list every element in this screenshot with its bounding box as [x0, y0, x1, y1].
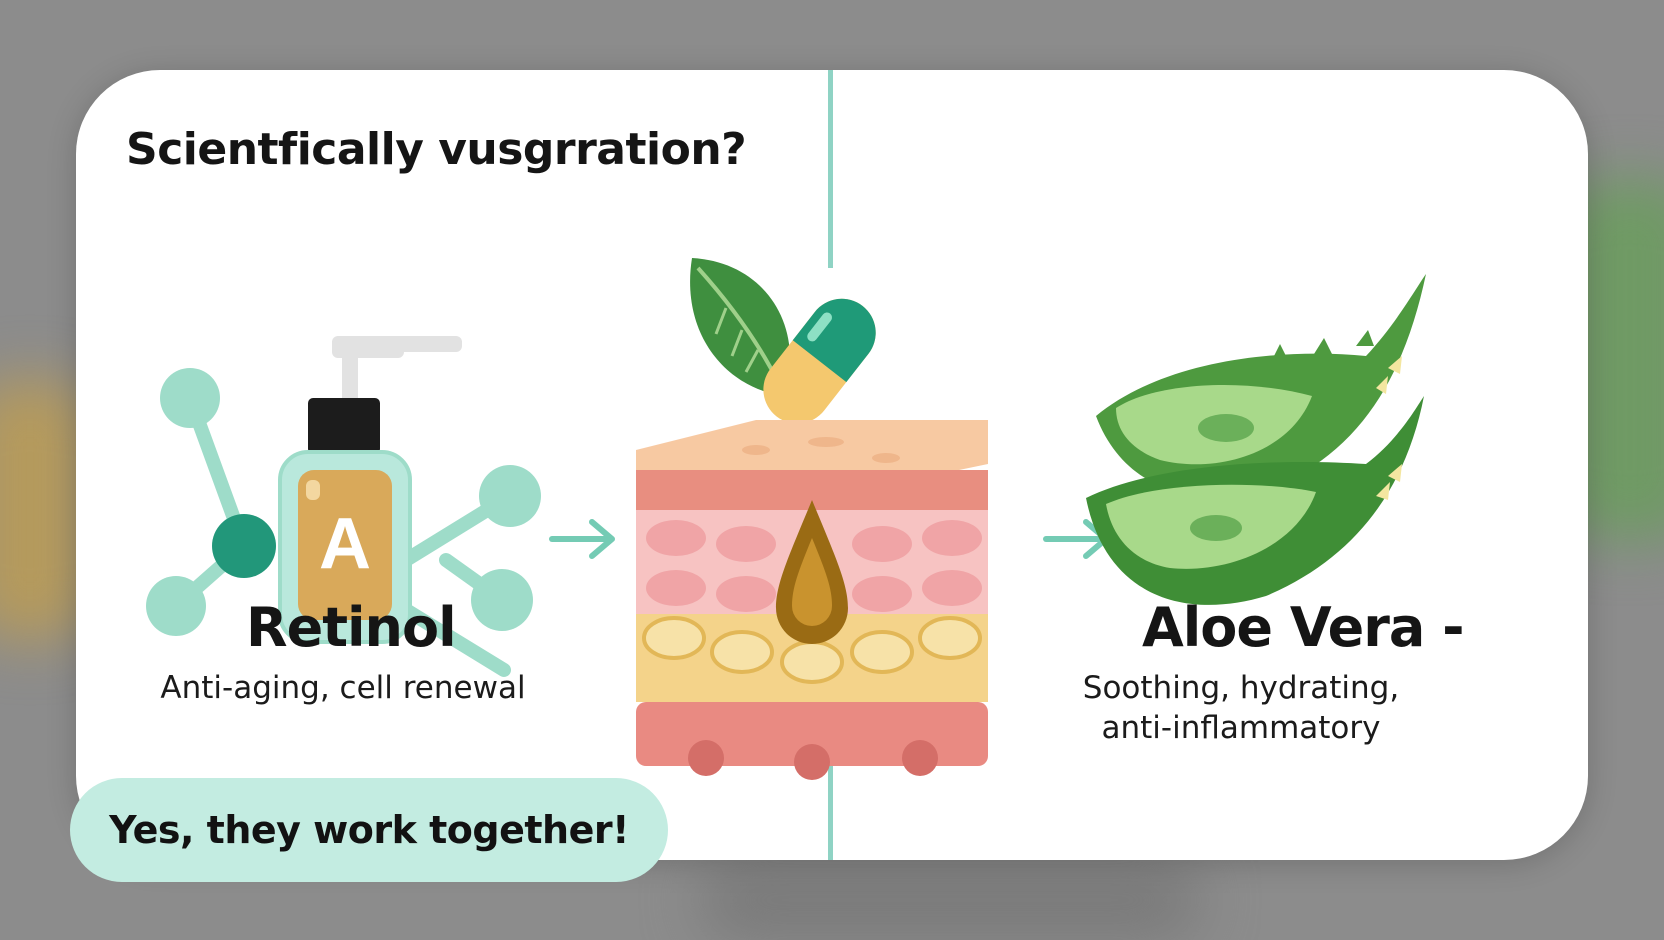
conclusion-badge: Yes, they work together!	[70, 778, 668, 882]
aloe-vera-leaves-icon	[1086, 274, 1426, 605]
skin-layers-cross-section-icon	[636, 258, 988, 780]
bottle-letter: A	[319, 504, 371, 584]
center-divider-bottom	[828, 728, 833, 860]
background-blur-bottom	[700, 860, 1200, 940]
center-divider-top	[828, 70, 833, 268]
aloe-vera-description-line1: Soothing, hydrating,	[1082, 670, 1400, 706]
retinol-description: Anti-aging, cell renewal	[160, 670, 526, 706]
background-blur-left	[0, 380, 90, 640]
retinol-serum-bottle-icon: A	[146, 336, 541, 677]
page-title: Scientfically vusgrration?	[126, 124, 747, 175]
aloe-vera-description-line2: anti-inflammatory	[1101, 710, 1381, 746]
retinol-name: Retinol	[246, 596, 457, 659]
infographic-card: Scientfically vusgrration? A Retinol Ant…	[76, 70, 1588, 860]
aloe-vera-name: Aloe Vera -	[1142, 596, 1465, 659]
arrow-right-icon	[549, 519, 615, 559]
